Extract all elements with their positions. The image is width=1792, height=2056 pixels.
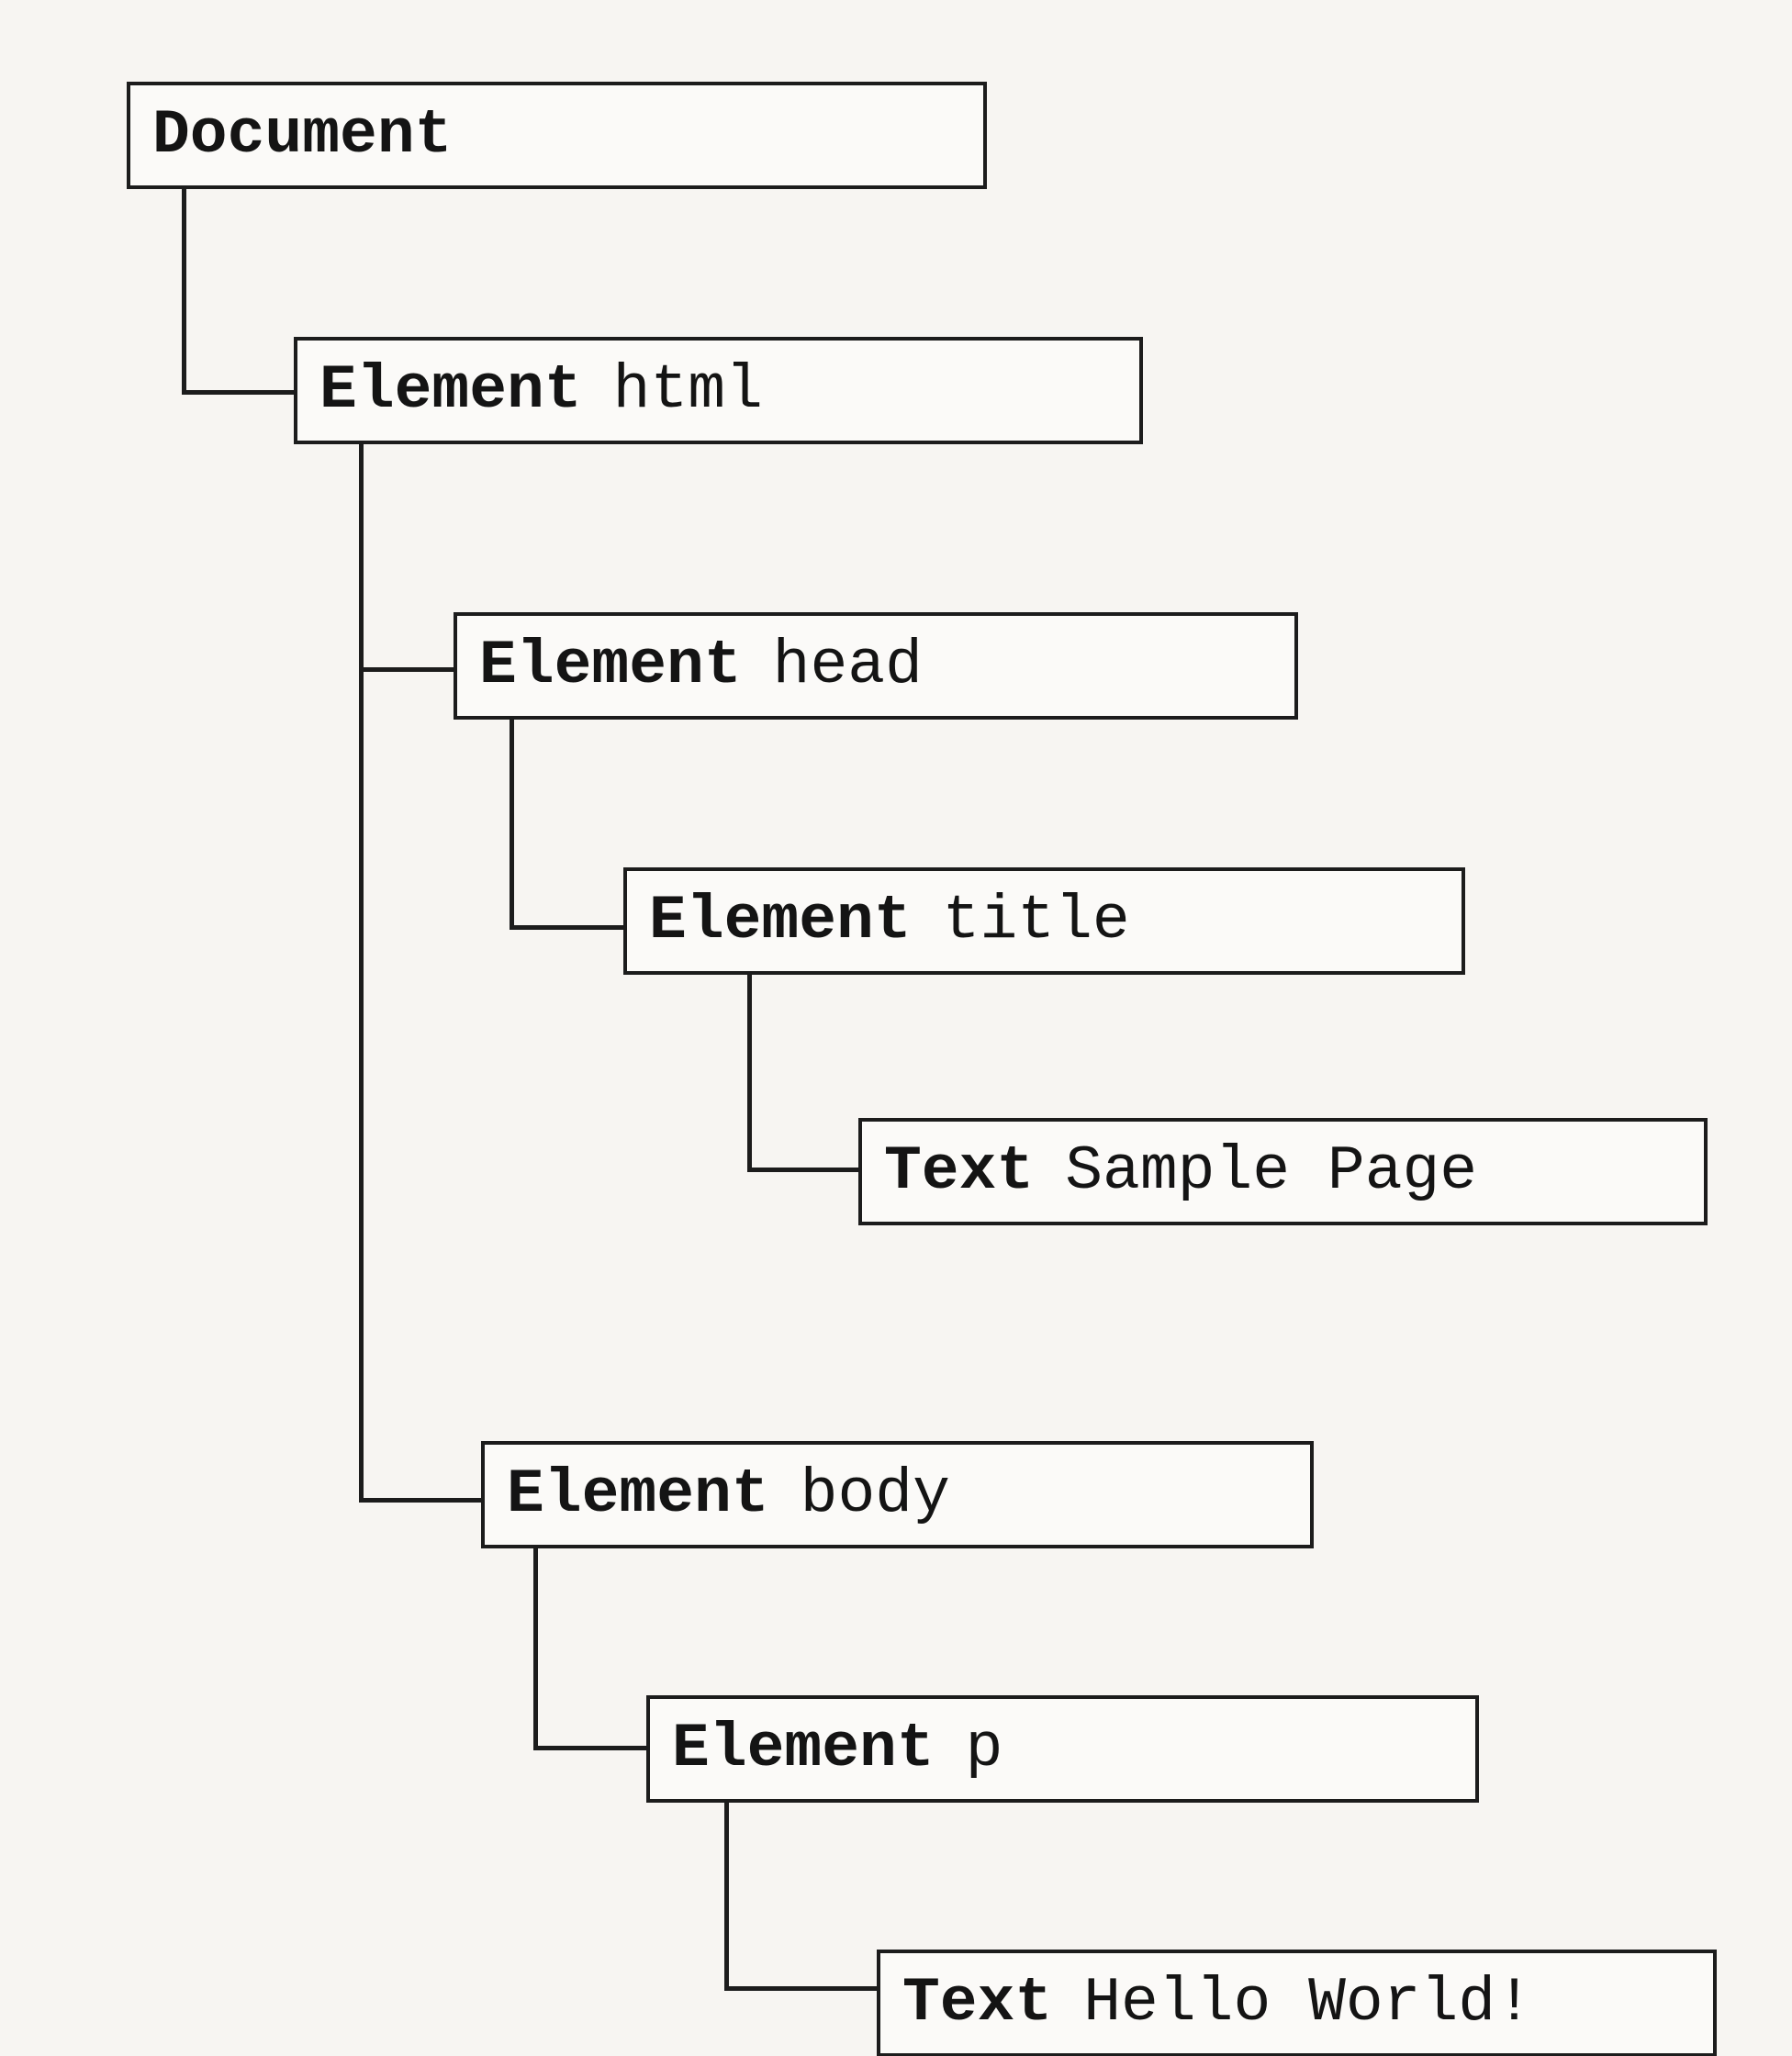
node-element-head: Element head	[454, 612, 1298, 720]
edge-html-body-horizontal	[359, 1498, 484, 1503]
edge-title-text-vertical	[747, 975, 752, 1172]
node-element-title-kind: Element	[649, 886, 912, 956]
edge-document-html-horizontal	[182, 390, 296, 395]
node-text-hello-world: Text Hello World!	[877, 1950, 1717, 2056]
node-text-sample-page: Text Sample Page	[858, 1118, 1708, 1225]
edge-html-body-vertical	[359, 444, 364, 1503]
edge-body-p-horizontal	[533, 1746, 649, 1750]
node-element-head-kind: Element	[479, 631, 742, 701]
node-element-body-kind: Element	[507, 1459, 769, 1530]
node-element-p-name: p	[965, 1714, 1003, 1784]
edge-html-head-horizontal	[359, 667, 456, 672]
node-text-hello-world-name: Hello World!	[1083, 1968, 1533, 2039]
node-element-html-name: html	[612, 355, 763, 426]
node-element-title-name: title	[942, 886, 1130, 956]
edge-head-title-vertical	[510, 720, 514, 930]
node-text-sample-page-name: Sample Page	[1065, 1136, 1478, 1207]
edge-p-text-horizontal	[724, 1986, 880, 1991]
node-element-html: Element html	[294, 337, 1143, 444]
node-text-sample-page-kind: Text	[884, 1136, 1035, 1207]
node-document: Document	[127, 82, 987, 189]
edge-head-title-horizontal	[510, 925, 626, 930]
node-element-title: Element title	[623, 867, 1465, 975]
node-element-body-name: body	[800, 1459, 950, 1530]
node-element-head-name: head	[772, 631, 923, 701]
node-element-p-kind: Element	[672, 1714, 935, 1784]
edge-title-text-horizontal	[747, 1168, 861, 1172]
edge-document-html-vertical	[182, 189, 186, 395]
node-text-hello-world-kind: Text	[902, 1968, 1053, 2039]
node-element-p: Element p	[646, 1695, 1479, 1803]
edge-body-p-vertical	[533, 1545, 538, 1750]
edge-p-text-vertical	[724, 1796, 729, 1991]
node-element-body: Element body	[481, 1441, 1314, 1548]
node-document-kind: Document	[152, 100, 453, 171]
node-element-html-kind: Element	[319, 355, 582, 426]
